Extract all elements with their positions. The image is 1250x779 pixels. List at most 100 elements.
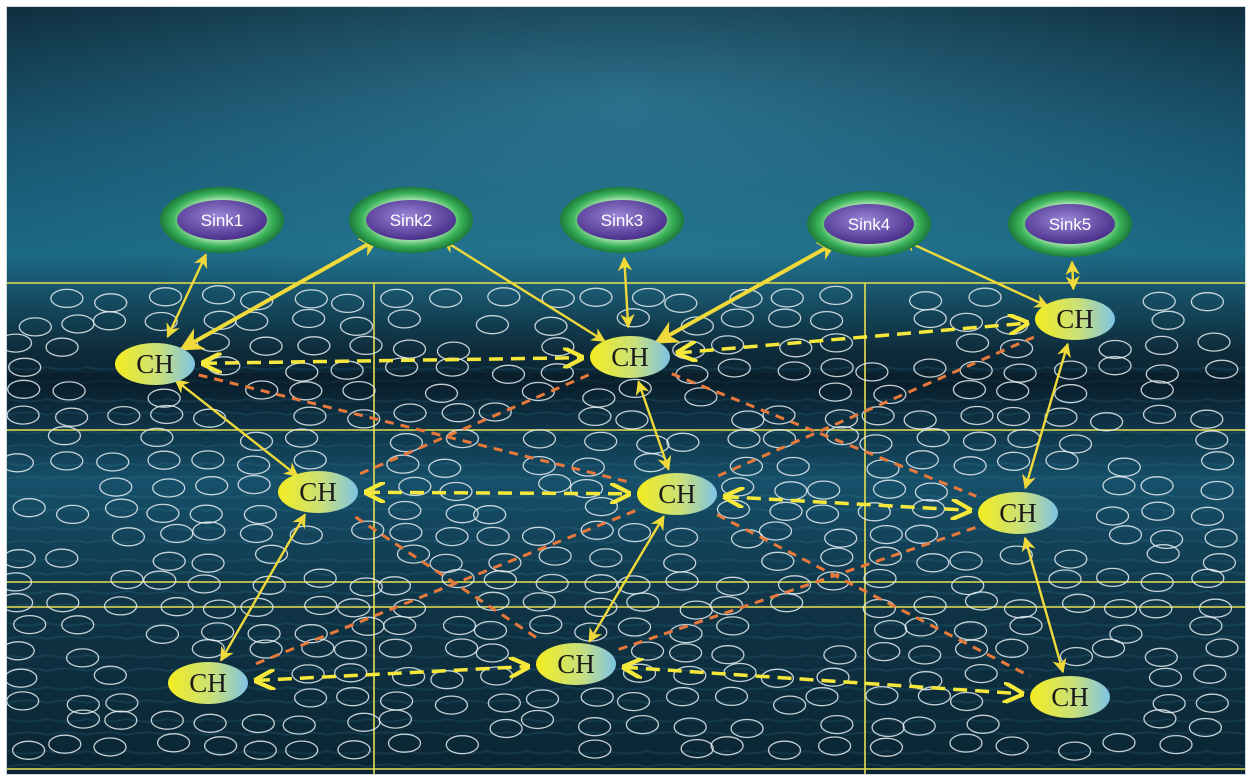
- sensor-node: [820, 547, 854, 567]
- sensor-node: [1140, 572, 1174, 593]
- sensor-node: [578, 406, 612, 427]
- sensor-node: [1058, 741, 1092, 761]
- sensor-node: [824, 409, 859, 429]
- sensor-node: [521, 381, 556, 402]
- sensor-node: [160, 597, 194, 617]
- sensor-node: [241, 713, 275, 734]
- sensor-node: [337, 740, 371, 760]
- sensor-node: [396, 544, 431, 564]
- sensor-node: [1159, 734, 1193, 755]
- yellow-dashed-link: [256, 666, 528, 680]
- sink-node: Sink3: [560, 187, 684, 253]
- sensor-node: [863, 568, 897, 589]
- orange-dashed-link: [671, 372, 977, 498]
- sensor-node: [6, 691, 40, 711]
- sensor-node: [861, 406, 895, 426]
- solid-arrow-link: [174, 379, 299, 477]
- solid-arrow-links: [166, 236, 1080, 674]
- sensor-node: [1107, 457, 1141, 477]
- sensor-node: [664, 527, 699, 548]
- wave-line: [6, 749, 1248, 755]
- ch-label: CH: [658, 479, 696, 509]
- sensor-node: [156, 733, 191, 753]
- sensor-node: [995, 736, 1029, 756]
- sensor-node: [434, 695, 469, 715]
- sensor-node: [665, 571, 699, 591]
- ch-to-sink-link: [617, 256, 635, 329]
- sensor-node: [669, 623, 703, 644]
- sensor-node: [105, 693, 139, 713]
- sensor-node: [1140, 380, 1174, 400]
- sensor-node: [50, 451, 84, 471]
- sensor-node: [964, 591, 999, 611]
- sensor-node: [1190, 409, 1224, 429]
- sensor-node: [1144, 335, 1179, 356]
- cluster-head: CH: [278, 471, 358, 513]
- sensor-node: [150, 710, 184, 730]
- sensor-node: [960, 405, 994, 426]
- ch-ellipse: [637, 473, 717, 515]
- sensor-node: [949, 733, 983, 753]
- sensor-node: [951, 575, 985, 596]
- ch-ellipse: [978, 492, 1058, 534]
- sensor-node: [187, 574, 221, 594]
- sensor-node: [46, 593, 80, 613]
- sensor-node: [525, 689, 560, 709]
- sensor-node: [729, 456, 764, 477]
- sensor-node: [424, 383, 459, 403]
- sensor-node: [380, 288, 414, 309]
- sensor-node: [1108, 525, 1143, 545]
- sensor-node: [529, 614, 563, 635]
- ch-to-sink-link: [179, 236, 380, 352]
- sensor-node: [1095, 567, 1130, 588]
- sensor-node: [1198, 598, 1233, 618]
- sensor-node: [535, 573, 569, 594]
- sensor-node: [962, 431, 997, 451]
- ch-ellipse: [278, 471, 358, 513]
- sensor-node: [758, 521, 793, 541]
- sensor-node: [50, 288, 84, 309]
- sensor-node: [871, 717, 905, 738]
- sensor-node: [903, 410, 937, 430]
- sensor-node: [584, 431, 618, 452]
- sensor-node: [520, 709, 555, 730]
- cluster-head: CH: [978, 492, 1058, 534]
- orange-dashed-links: [198, 335, 1035, 678]
- cluster-head: CH: [168, 662, 248, 704]
- sink-node: Sink2: [349, 187, 473, 253]
- sensor-node: [383, 615, 417, 636]
- sensor-node: [916, 428, 950, 448]
- sensor-node: [859, 434, 893, 454]
- sensor-node: [869, 524, 903, 545]
- sensor-node: [93, 737, 127, 757]
- sensor-node: [1140, 476, 1174, 496]
- sensor-node: [873, 619, 908, 640]
- sensor-node: [1089, 412, 1124, 432]
- sensor-node: [389, 433, 424, 453]
- cluster-head: CH: [536, 643, 616, 685]
- sensor-node: [777, 575, 812, 595]
- sensor-node: [445, 504, 479, 524]
- sensor-node: [489, 718, 523, 739]
- ch-ellipse: [115, 343, 195, 385]
- solid-arrow-link: [1021, 536, 1067, 674]
- ch-label: CH: [299, 477, 337, 507]
- sensor-node: [1102, 476, 1136, 496]
- sensor-node: [377, 576, 412, 596]
- sensor-node: [522, 455, 556, 476]
- sensor-node: [1142, 291, 1176, 312]
- sensor-node: [93, 665, 127, 685]
- sensor-node: [817, 736, 852, 756]
- sensor-node: [1098, 339, 1132, 360]
- sensor-node: [1190, 292, 1225, 312]
- ch-label: CH: [189, 668, 227, 698]
- sink-node: Sink1: [160, 187, 284, 253]
- sensor-node: [145, 624, 180, 644]
- sensor-node: [478, 402, 512, 422]
- sensor-node: [107, 405, 141, 426]
- sensor-node: [1102, 732, 1136, 753]
- sensor-node: [48, 734, 82, 754]
- sensor-node: [389, 522, 423, 543]
- sensor-node: [442, 615, 477, 636]
